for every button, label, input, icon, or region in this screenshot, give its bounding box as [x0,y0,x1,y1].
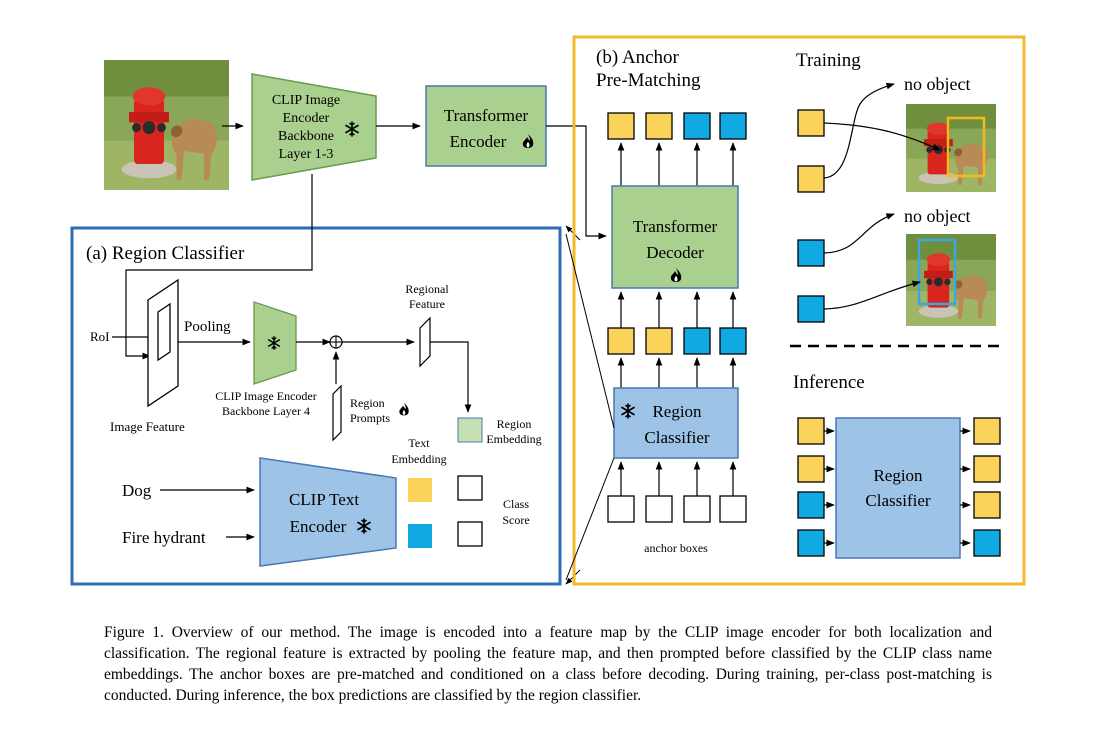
region-embedding-line1: Region [497,417,532,431]
flame-icon [399,402,409,416]
clip-image-encoder-block: CLIP Image Encoder Backbone Layer 1-3 [251,73,377,181]
output-query-2 [645,112,673,140]
training-image-dog [906,104,996,192]
no-object-label-1: no object [904,74,970,94]
transformer-decoder-block: Transformer Decoder [611,185,739,289]
training-label: Training [796,50,861,71]
no-object-label-2: no object [904,206,970,226]
roi-label: RoI [90,329,110,344]
text-embedding-line2: Embedding [391,452,446,466]
prematched-query-3 [683,327,711,355]
prematched-query-2 [645,327,673,355]
region-classifier-panel: (a) Region Classifier RoI Image Feature … [70,174,562,586]
anchor-box-4 [719,495,747,523]
anchor-box-3 [683,495,711,523]
text-embedding-line1: Text [408,436,430,450]
anchor-box-1 [607,495,635,523]
transformer-decoder-line2: Decoder [646,243,704,262]
class-score-line2: Score [502,513,529,527]
region-classifier-line1: Region [652,402,702,421]
pooling-label: Pooling [184,319,231,335]
prematched-query-1 [607,327,635,355]
class-name-dog: Dog [122,481,152,500]
text-embedding-dog [408,478,432,502]
input-image [104,60,229,190]
transformer-decoder-line1: Transformer [633,217,718,236]
arrow-backbone-to-feature [125,174,313,360]
output-query-1 [607,112,635,140]
train-query-yellow-1 [797,109,825,137]
inference-classifier-line1: Region [873,466,923,485]
figure-caption: Figure 1. Overview of our method. The im… [104,624,992,704]
regional-feature-shape [419,316,431,368]
sum-operator [329,335,343,349]
inference-region-classifier-block: Region Classifier [835,417,961,559]
anchor-boxes-label: anchor boxes [644,541,708,555]
train-query-yellow-2 [797,165,825,193]
region-classifier-title: (a) Region Classifier [86,243,245,264]
output-query-3 [683,112,711,140]
class-name-fire-hydrant: Fire hydrant [122,528,206,547]
image-feature-map [147,278,179,408]
anchor-title-line1: (b) Anchor [596,47,680,68]
clip-image-encoder-line2: Encoder [283,111,330,126]
backbone-layer4-block [253,301,297,385]
regional-feature-line1: Regional [405,282,449,296]
backbone-l4-line2: Backbone Layer 4 [222,404,310,418]
clip-text-encoder-line2: Encoder [290,517,347,536]
anchor-prematching-panel: (b) Anchor Pre-Matching Transformer Deco… [565,35,1026,586]
regional-feature-line2: Feature [409,297,445,311]
transformer-encoder-block: Transformer Encoder [425,85,547,167]
clip-text-encoder-block: CLIP Text Encoder [259,457,397,567]
region-prompts-shape [332,384,342,442]
clip-image-encoder-line3: Backbone [278,129,334,144]
transformer-encoder-line1: Transformer [444,106,529,125]
class-score-1 [457,475,483,501]
region-classifier-line2: Classifier [644,428,709,447]
output-query-4 [719,112,747,140]
region-prompts-line1: Region [350,396,385,410]
prematched-query-4 [719,327,747,355]
clip-image-encoder-line1: CLIP Image [272,93,340,108]
method-diagram: CLIP Image Encoder Backbone Layer 1-3 Tr… [70,35,1026,586]
train-query-blue-2 [797,295,825,323]
inference-classifier-line2: Classifier [865,491,930,510]
training-image-hydrant [906,234,996,326]
link-line-bottom [565,457,615,581]
transformer-encoder-line2: Encoder [450,132,507,151]
class-score-2 [457,521,483,547]
backbone-l4-line1: CLIP Image Encoder [215,389,317,403]
anchor-title-line2: Pre-Matching [596,70,701,91]
anchor-box-2 [645,495,673,523]
region-classifier-block: Region Classifier [613,387,739,459]
region-embedding-line2: Embedding [486,432,541,446]
inference-label: Inference [793,372,865,393]
image-feature-label: Image Feature [110,419,185,434]
clip-text-encoder-line1: CLIP Text [289,490,359,509]
region-prompts-line2: Prompts [350,411,390,425]
link-line-top [565,233,615,429]
arrow-encoder-to-decoder [546,125,607,240]
class-score-line1: Class [503,497,529,511]
region-embedding-square [457,417,483,443]
text-embedding-hydrant [408,524,432,548]
clip-image-encoder-line4: Layer 1-3 [279,147,334,162]
train-query-blue-1 [797,239,825,267]
arrow-regional-to-embedding [430,341,472,413]
